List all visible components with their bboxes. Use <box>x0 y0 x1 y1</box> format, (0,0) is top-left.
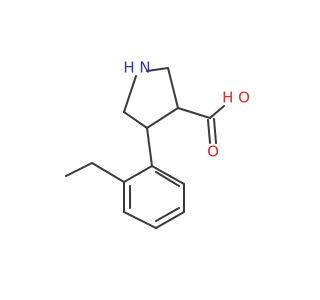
bond-ph-c1-c2 <box>151 165 185 185</box>
amine-nh-label: H N <box>123 59 150 77</box>
bond-c3-carboxyl-carbon <box>177 107 211 119</box>
bond-carboxyl-c-o-double-a <box>207 119 211 144</box>
bond-ring-c2-c3 <box>167 67 179 109</box>
bond-ethyl-ch2-ch3 <box>65 162 93 177</box>
chemical-structure-diagram: H N H O O <box>65 59 250 229</box>
pyrrolidine-ring <box>123 67 179 129</box>
bond-carboxyl-c-oh <box>209 105 225 119</box>
ethyl-group <box>65 162 125 183</box>
bond-ring-nh-c5 <box>123 75 137 113</box>
bond-ph-c4-c5 <box>123 211 157 229</box>
bond-ring-c3-c4 <box>146 107 179 129</box>
hydroxyl-oh-label: H O <box>222 89 250 107</box>
carbonyl-o-label: O <box>207 143 219 161</box>
bond-ph-inner-1 <box>155 171 180 187</box>
bond-ph-c3-c4 <box>155 211 185 229</box>
bond-ring-nh-c2 <box>146 67 169 72</box>
phenyl-ring <box>123 127 185 229</box>
bond-c4-phenyl <box>146 127 153 167</box>
bond-ph-ethyl-ch2 <box>91 162 125 183</box>
bond-ph-c6-c1 <box>123 165 153 183</box>
bond-ph-inner-2 <box>155 207 180 222</box>
bond-carboxyl-c-o-double-b <box>213 118 217 144</box>
bond-ring-c4-c5 <box>123 111 148 129</box>
carboxylic-acid-group <box>177 105 225 144</box>
